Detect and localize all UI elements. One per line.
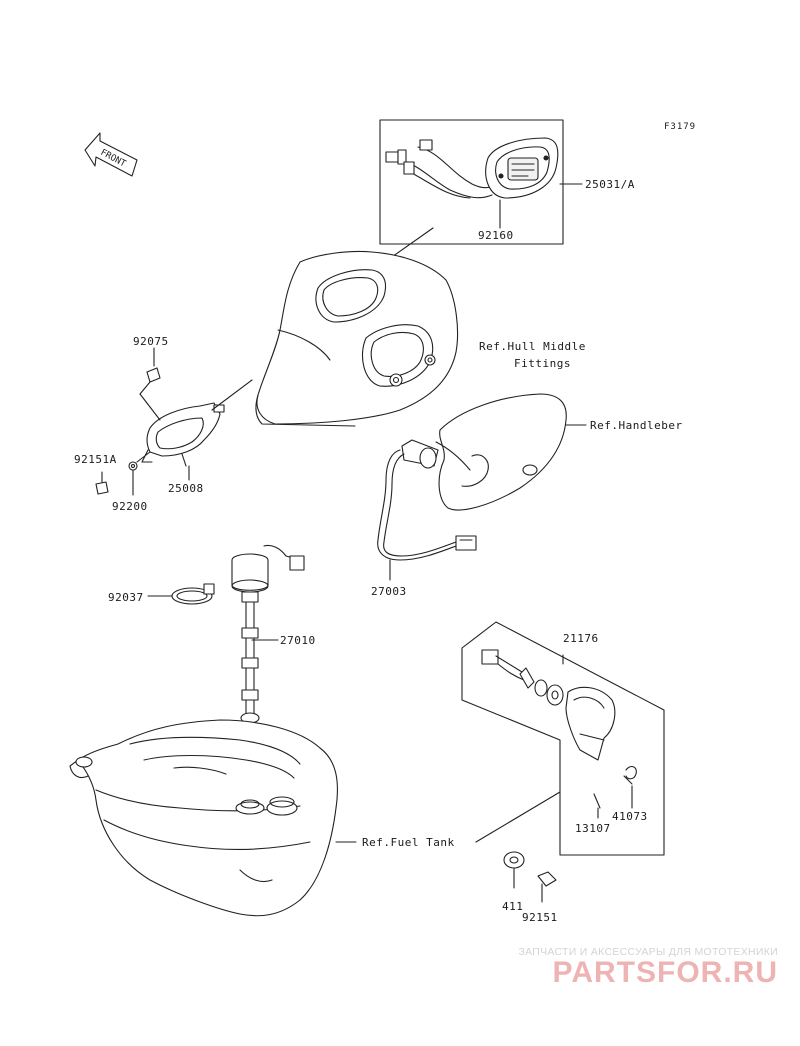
part-label-27003: 27003 — [371, 585, 407, 598]
part-label-27010: 27010 — [280, 634, 316, 647]
ref-hull-middle-line1: Ref.Hull Middle — [479, 340, 586, 353]
switch-27003 — [377, 439, 477, 581]
part-label-13107: 13107 — [575, 822, 611, 835]
part-label-41073: 41073 — [612, 810, 648, 823]
part-label-92160: 92160 — [478, 229, 514, 242]
fuel-sender — [231, 544, 305, 801]
part-label-411: 411 — [502, 900, 524, 913]
handlebar-housing — [435, 393, 587, 511]
part-label-25031a: 25031/A — [585, 178, 635, 191]
meter-assembly — [379, 119, 564, 245]
console-cowl — [255, 250, 459, 427]
part-label-92151a: 92151A — [74, 453, 117, 466]
fuel-tank — [69, 719, 357, 917]
switch-kit — [461, 621, 665, 856]
part-label-92200: 92200 — [112, 500, 148, 513]
watermark-tagline: ЗАПЧАСТИ И АКСЕССУАРЫ ДЛЯ МОТОТЕХНИКИ — [518, 946, 778, 958]
ref-handlebar: Ref.Handleber — [590, 419, 683, 432]
bracket-25008 — [95, 347, 253, 496]
washer-411 — [503, 851, 525, 889]
part-label-92037: 92037 — [108, 591, 144, 604]
ref-hull-middle-line2: Fittings — [514, 357, 571, 370]
figure-code: F3179 — [664, 122, 697, 132]
part-label-92075: 92075 — [133, 335, 169, 348]
bolt-92151 — [537, 871, 557, 903]
watermark-logo: PARTSFOR.RU — [552, 956, 778, 989]
part-label-25008: 25008 — [168, 482, 204, 495]
front-arrow-icon: FRONT — [84, 132, 138, 177]
ref-fuel-tank: Ref.Fuel Tank — [362, 836, 455, 849]
watermark: ЗАПЧАСТИ И АКСЕССУАРЫ ДЛЯ МОТОТЕХНИКИ PA… — [518, 946, 778, 988]
part-label-92151: 92151 — [522, 911, 558, 924]
clamp-92037 — [147, 583, 215, 605]
part-label-21176: 21176 — [563, 632, 599, 645]
